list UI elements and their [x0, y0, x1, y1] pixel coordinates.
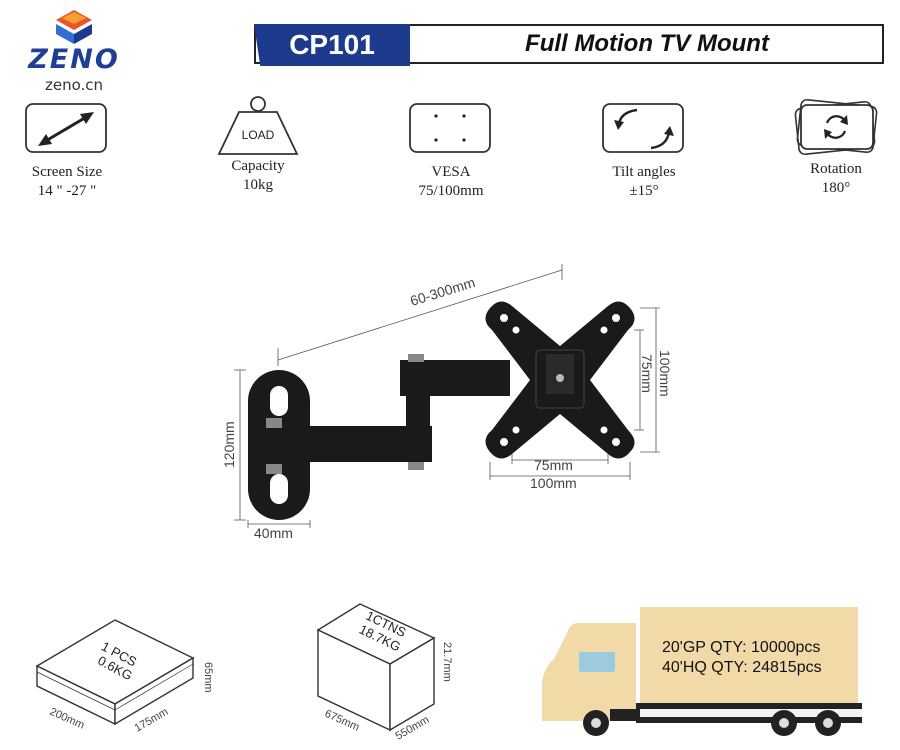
title-bar: CP101 Full Motion TV Mount — [254, 24, 884, 66]
mount-diagram: 60-300mm 120mm 40mm 75mm 100mm — [221, 264, 673, 541]
single-length-label: 200mm — [48, 706, 86, 732]
zeno-logo-icon — [56, 10, 92, 44]
spec-value: 75/100mm — [418, 183, 484, 199]
spec-label: VESA — [431, 164, 471, 180]
website-url: zeno.cn — [44, 76, 104, 94]
vesa-plate-icon — [409, 103, 491, 153]
spec-value: 10kg — [243, 177, 273, 193]
extension-dimension-line — [277, 269, 563, 361]
load-icon-text: LOAD — [242, 128, 275, 142]
extension-label: 60-300mm — [408, 274, 477, 309]
single-package-box: 1 PCS 0.6KG 200mm 175mm 65mm — [35, 619, 214, 735]
carton-height-label: 21.7mm — [441, 642, 453, 682]
single-height-label: 65mm — [202, 662, 214, 693]
gp20-qty-label: 20'GP QTY: 10000pcs — [662, 639, 821, 656]
vesa-75-horizontal-label: 75mm — [534, 457, 573, 473]
spec-value: 180° — [821, 180, 851, 196]
truck-icon — [542, 607, 862, 736]
spec-capacity: LOAD Capacity 10kg — [203, 94, 313, 194]
hq40-qty-label: 40'HQ QTY: 24815pcs — [662, 659, 822, 676]
vesa-plate — [485, 301, 635, 459]
spec-label: Tilt angles — [612, 164, 676, 180]
shipping-truck: 20'GP QTY: 10000pcs 40'HQ QTY: 24815pcs — [540, 605, 865, 745]
rotation-icon — [794, 98, 878, 156]
spec-label: Rotation — [810, 161, 862, 177]
spec-label: Screen Size — [31, 164, 103, 180]
spec-screen-size: Screen Size 14 " -27 " — [12, 100, 122, 200]
wall-plate-height-label: 120mm — [221, 421, 237, 468]
model-badge: CP101 — [254, 24, 410, 66]
vesa-100-vertical-label: 100mm — [657, 350, 673, 397]
vesa-75-vertical-label: 75mm — [639, 354, 655, 393]
spec-label: Capacity — [231, 158, 285, 174]
load-weight-icon: LOAD — [217, 96, 299, 155]
logo-wordmark: ZENO — [28, 44, 120, 75]
spec-rotation: Rotation 180° — [781, 97, 891, 197]
carton-box: 1CTNS 18.7KG 675mm 550mm 21.7mm — [316, 603, 453, 743]
vesa-100-horizontal-label: 100mm — [530, 475, 577, 491]
screen-size-icon — [25, 103, 107, 153]
spec-value: 14 " -27 " — [37, 183, 97, 199]
wall-plate-width-label: 40mm — [254, 525, 293, 541]
spec-tilt: Tilt angles ±15° — [589, 100, 699, 200]
brand-logo: ZENO zeno.cn — [14, 6, 134, 96]
tilt-icon — [602, 103, 684, 153]
truck-cargo-box — [640, 607, 858, 707]
spec-value: ±15° — [629, 183, 659, 199]
lower-arm — [258, 426, 432, 462]
product-title: Full Motion TV Mount — [525, 30, 769, 57]
spec-vesa: VESA 75/100mm — [396, 100, 506, 200]
